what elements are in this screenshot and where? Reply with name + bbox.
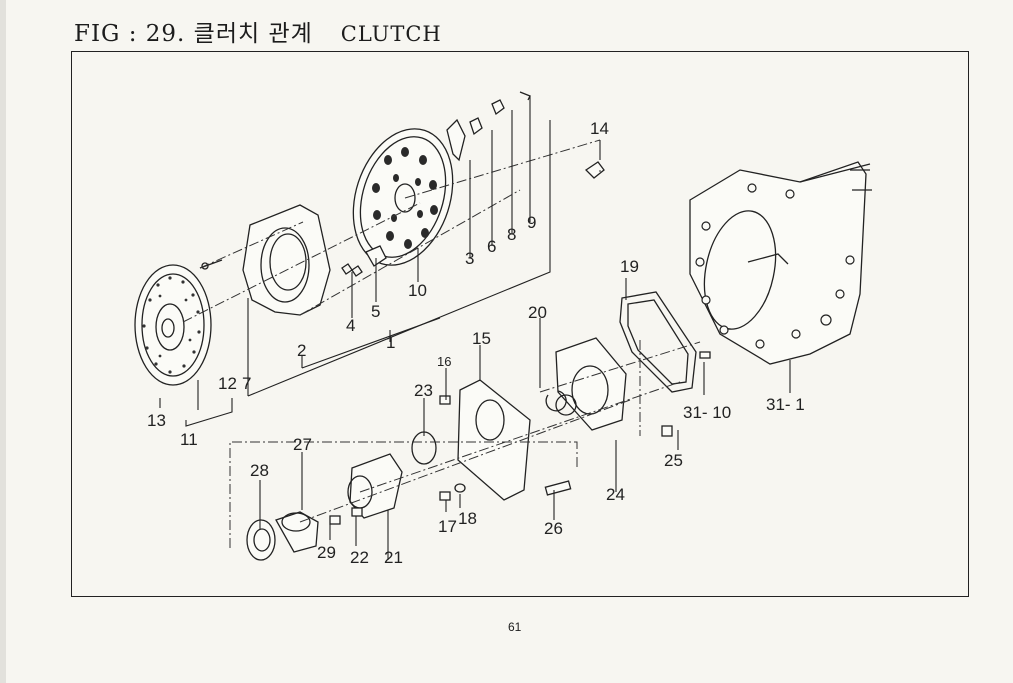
callout-31-10: 31- 10: [683, 403, 731, 422]
callout-5: 5: [371, 302, 380, 321]
callout-29: 29: [317, 543, 336, 562]
callout-15: 15: [472, 329, 491, 348]
callout-16: 16: [437, 354, 451, 369]
callout-8: 8: [507, 225, 516, 244]
figure-title-english: CLUTCH: [340, 22, 442, 46]
release-bearing-drawing: [246, 511, 319, 561]
callout-24: 24: [606, 485, 625, 504]
callout-17: 17: [438, 517, 457, 536]
release-lever-drawing: [446, 91, 605, 179]
callout-20: 20: [528, 303, 547, 322]
pressure-plate-drawing: [242, 204, 331, 316]
callout-14: 14: [590, 119, 609, 138]
cover-plate-drawing: [439, 379, 531, 501]
scan-edge: [0, 0, 6, 683]
callout-4: 4: [346, 316, 355, 335]
callout-3: 3: [465, 249, 474, 268]
callout-27: 27: [293, 435, 312, 454]
assembly-guide-lines: [182, 139, 701, 548]
callout-31-1: 31- 1: [766, 395, 805, 414]
figure-title: FIG : 29. 클러치 관계 CLUTCH: [74, 14, 442, 48]
callout-1: 1: [386, 333, 395, 352]
clutch-disc-drawing: [134, 264, 212, 386]
callout-22: 22: [350, 548, 369, 567]
callout-6: 6: [487, 237, 496, 256]
flywheel-plate-drawing: [352, 128, 454, 266]
callout-2: 2: [297, 341, 306, 360]
callout-7: 7: [242, 374, 251, 393]
transmission-housing-drawing: [689, 161, 872, 365]
leader-lines: [159, 96, 791, 560]
callout-11: 11: [180, 430, 198, 449]
callout-12: 12: [218, 374, 237, 393]
release-housing-drawing: [329, 431, 437, 525]
callout-13: 13: [147, 411, 166, 430]
callout-9: 9: [527, 213, 536, 232]
callout-25: 25: [664, 451, 683, 470]
callout-labels: 1 2 3 4 5 6 7 8 9 10 11 12 13 14 15 16 1…: [147, 119, 805, 567]
diagram-frame: [71, 51, 969, 597]
callout-18: 18: [458, 509, 477, 528]
callout-23: 23: [414, 381, 433, 400]
gasket-drawing: [619, 291, 711, 437]
callout-10: 10: [408, 281, 427, 300]
callout-19: 19: [620, 257, 639, 276]
pump-body-drawing: [544, 337, 627, 496]
callout-26: 26: [544, 519, 563, 538]
page-number: 61: [508, 620, 522, 634]
callout-21: 21: [384, 548, 403, 567]
figure-title-prefix: FIG : 29. 클러치 관계: [74, 21, 313, 47]
callout-28: 28: [250, 461, 269, 480]
